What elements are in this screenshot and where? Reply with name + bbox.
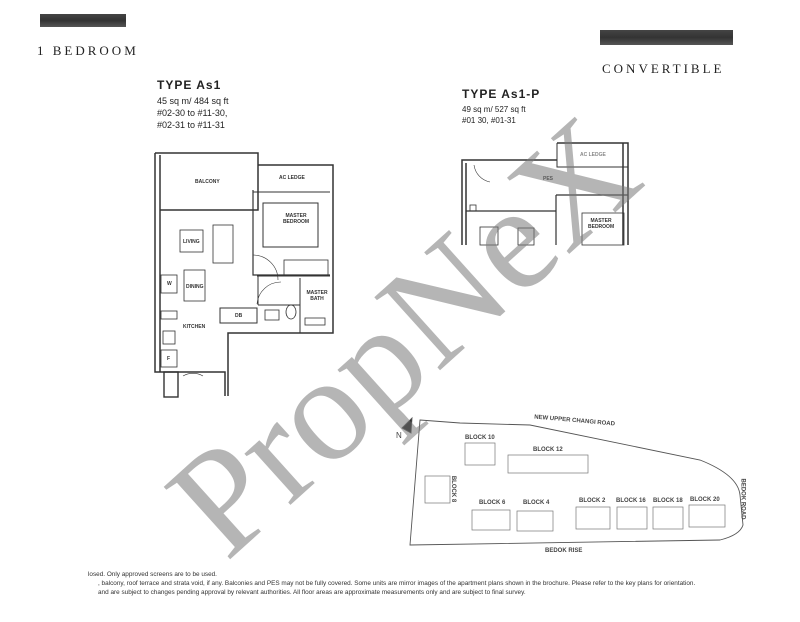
category-heading: 1 BEDROOM (37, 43, 139, 58)
room-pes: PES (543, 176, 554, 182)
unit-a-area: 45 sq m/ 484 sq ft (157, 96, 229, 106)
block-label: BLOCK 4 (523, 500, 550, 506)
road-bottom: BEDOK RISE (545, 548, 583, 554)
room-balcony: BALCONY (195, 179, 220, 185)
footer-line-3: and are subject to changes pending appro… (98, 589, 526, 596)
floor-plan-as1 (154, 152, 334, 398)
block-label: BLOCK 18 (653, 498, 683, 504)
header-bar-right (600, 30, 733, 45)
key-plan-site (401, 416, 744, 546)
north-arrow-icon (401, 416, 413, 434)
room-ac-ledge-b: AC LEDGE (580, 152, 606, 158)
unit-a-units-1: #02-30 to #11-30, (157, 108, 228, 118)
room-master-bath: MASTER BATH (306, 290, 328, 302)
room-living: LIVING (183, 239, 200, 245)
unit-a-type: TYPE As1 (157, 78, 222, 92)
block-label: BLOCK 6 (479, 500, 506, 506)
unit-b-area: 49 sq m/ 527 sq ft (462, 105, 526, 114)
block-label: BLOCK 8 (450, 475, 457, 503)
block-label: BLOCK 12 (533, 447, 563, 453)
floor-plan-as1-p (461, 142, 629, 246)
unit-b-info: TYPE As1-P 49 sq m/ 527 sq ft #01 30, #0… (462, 87, 540, 126)
room-washer: W (167, 281, 172, 287)
block-label: BLOCK 2 (579, 498, 606, 504)
unit-b-type: TYPE As1-P (462, 87, 541, 101)
room-fridge: F (167, 356, 171, 362)
room-kitchen: KITCHEN (183, 324, 206, 330)
variant-heading: CONVERTIBLE (602, 61, 725, 76)
room-db: DB (235, 313, 243, 319)
unit-b-units: #01 30, #01-31 (462, 116, 516, 125)
footer-line-1: losed. Only approved screens are to be u… (88, 571, 217, 578)
room-ac-ledge: AC LEDGE (279, 175, 305, 181)
room-dining: DINING (186, 284, 204, 290)
unit-a-info: TYPE As1 45 sq m/ 484 sq ft #02-30 to #1… (157, 78, 229, 131)
room-master-bedroom: MASTER BEDROOM (282, 213, 310, 225)
block-label: BLOCK 16 (616, 498, 646, 504)
block-label: BLOCK 10 (465, 435, 495, 441)
block-label: BLOCK 20 (690, 497, 720, 503)
unit-a-units-2: #02-31 to #11-31 (157, 120, 225, 130)
key-plan-blocks (424, 442, 726, 532)
north-label: N (396, 431, 402, 440)
room-master-bedroom-b: MASTER BEDROOM (588, 218, 615, 230)
road-right: BEDOK ROAD (739, 478, 746, 520)
footer-line-2: , balcony, roof terrace and strata void,… (98, 580, 696, 587)
header-bar-left (40, 14, 126, 27)
